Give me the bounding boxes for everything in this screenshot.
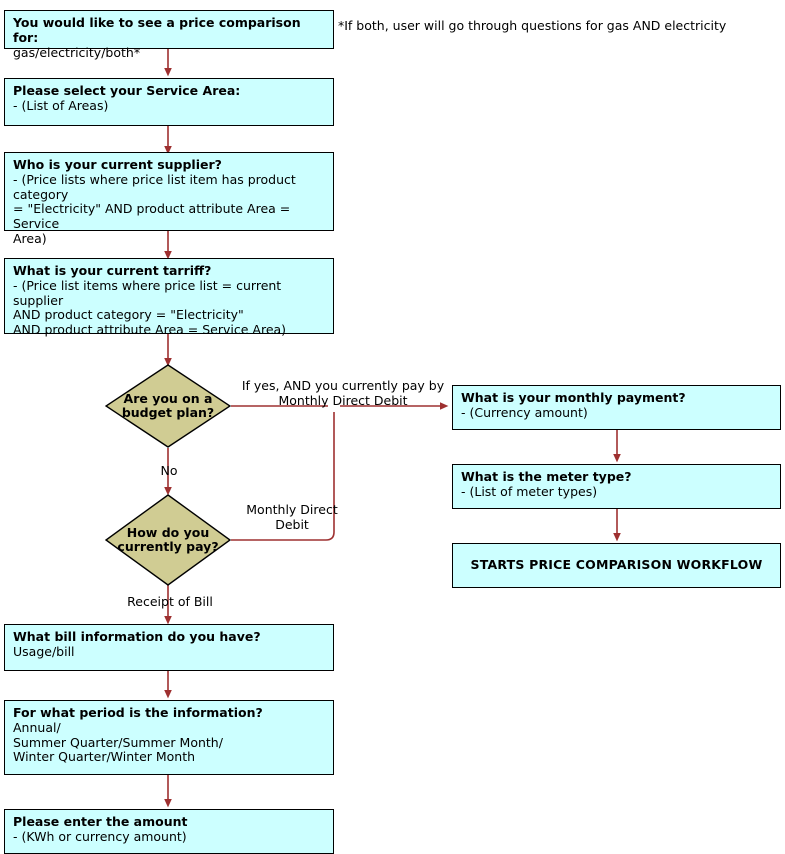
node-price-comparison-for[interactable]: You would like to see a price comparison… — [4, 10, 334, 59]
both-gas-electricity-note: *If both, user will go through questions… — [338, 18, 727, 33]
node-current-tarriff[interactable]: What is your current tarriff? - (Price l… — [4, 258, 334, 337]
node-enter-amount[interactable]: Please enter the amount - (KWh or curren… — [4, 809, 334, 854]
node-service-area[interactable]: Please select your Service Area: - (List… — [4, 78, 334, 126]
node-starts-price-comparison-workflow[interactable]: STARTS PRICE COMPARISON WORKFLOW — [452, 543, 781, 588]
node-title: What is your monthly payment? — [461, 390, 686, 405]
node-body: - (List of Areas) — [13, 97, 109, 113]
node-body: - (KWh or currency amount) — [13, 828, 187, 844]
node-body: - (List of meter types) — [461, 483, 598, 499]
node-meter-type[interactable]: What is the meter type? - (List of meter… — [452, 464, 781, 509]
diamond-shape — [105, 494, 231, 586]
edge-label-yes-monthly-direct-debit: If yes, AND you currently pay by Monthly… — [241, 378, 445, 408]
node-title: Are you on a budget plan? — [121, 390, 215, 420]
edge-label-receipt-of-bill: Receipt of Bill — [127, 594, 213, 609]
node-body: Annual/ Summer Quarter/Summer Month/ Win… — [13, 719, 223, 765]
node-title: How do you currently pay? — [117, 524, 219, 554]
diamond-shape — [105, 364, 231, 448]
node-body: - (Price lists where price list item has… — [13, 171, 296, 246]
node-information-period[interactable]: For what period is the information? Annu… — [4, 700, 334, 775]
edge-label-monthly-direct-debit: Monthly Direct Debit — [246, 502, 338, 532]
node-title: Please select your Service Area: — [13, 83, 241, 98]
node-body: - (Price list items where price list = c… — [13, 277, 287, 337]
node-budget-plan[interactable]: Are you on a budget plan? — [105, 364, 231, 448]
node-how-do-you-currently-pay[interactable]: How do you currently pay? — [105, 494, 231, 586]
node-current-supplier[interactable]: Who is your current supplier? - (Price l… — [4, 152, 334, 246]
node-title: Please enter the amount — [13, 814, 188, 829]
node-title: For what period is the information? — [13, 705, 263, 720]
node-title: What is your current tarriff? — [13, 263, 212, 278]
node-bill-information[interactable]: What bill information do you have? Usage… — [4, 624, 334, 671]
node-body: - (Currency amount) — [461, 404, 588, 420]
node-title: What bill information do you have? — [13, 629, 261, 644]
edge-label-no: No — [160, 463, 178, 478]
node-title: Who is your current supplier? — [13, 157, 222, 172]
node-body: gas/electricity/both* — [13, 44, 141, 60]
node-title: What is the meter type? — [461, 469, 632, 484]
node-body: Usage/bill — [13, 643, 75, 659]
node-title: You would like to see a price comparison… — [13, 15, 305, 45]
node-monthly-payment[interactable]: What is your monthly payment? - (Currenc… — [452, 385, 781, 430]
node-title: STARTS PRICE COMPARISON WORKFLOW — [470, 557, 763, 573]
